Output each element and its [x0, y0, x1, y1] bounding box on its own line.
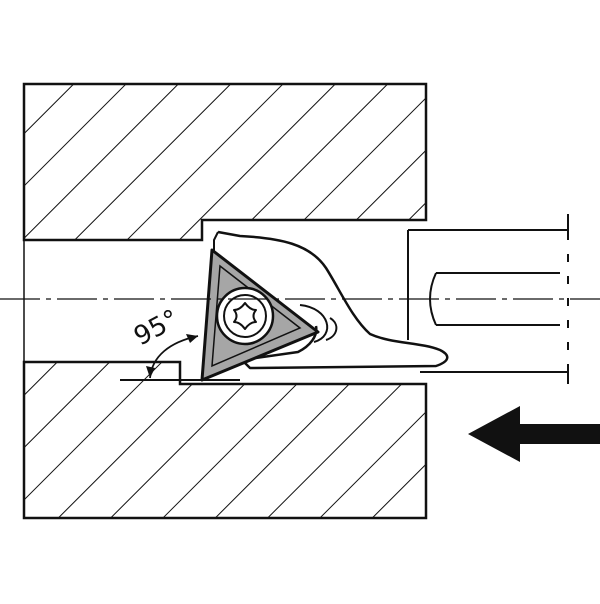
boring-bar-shank [201, 214, 569, 384]
workpiece-lower-section [22, 360, 428, 520]
angle-label: 95° [129, 304, 184, 352]
tool-holder-head [213, 230, 449, 370]
triangular-insert [200, 248, 320, 382]
torx-screw-icon [215, 286, 275, 346]
workpiece-upper-section [22, 82, 428, 242]
feed-direction-arrow-icon [468, 406, 600, 462]
